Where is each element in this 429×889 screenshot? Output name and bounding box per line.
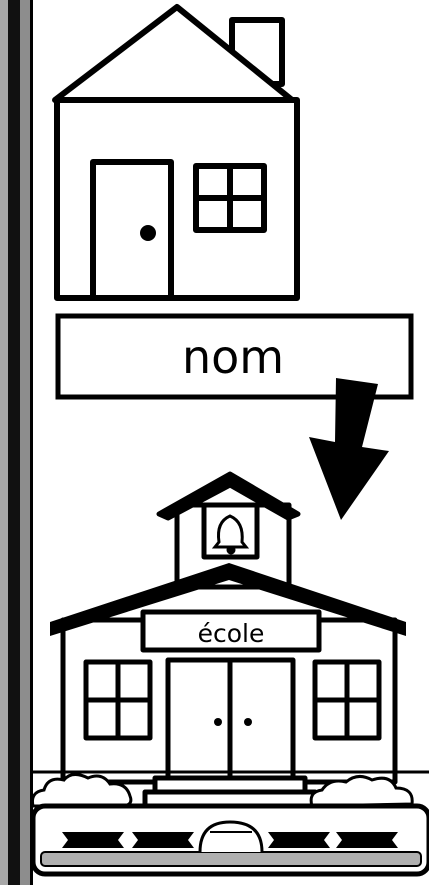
school-label: école (198, 619, 265, 648)
school-door-knob-left (214, 718, 222, 726)
house-icon (55, 7, 297, 298)
left-edge-rail (0, 0, 33, 885)
bottom-tray (33, 806, 429, 874)
name-label: nom (182, 330, 284, 384)
school-door-knob-right (244, 718, 252, 726)
door-knob (140, 225, 156, 241)
